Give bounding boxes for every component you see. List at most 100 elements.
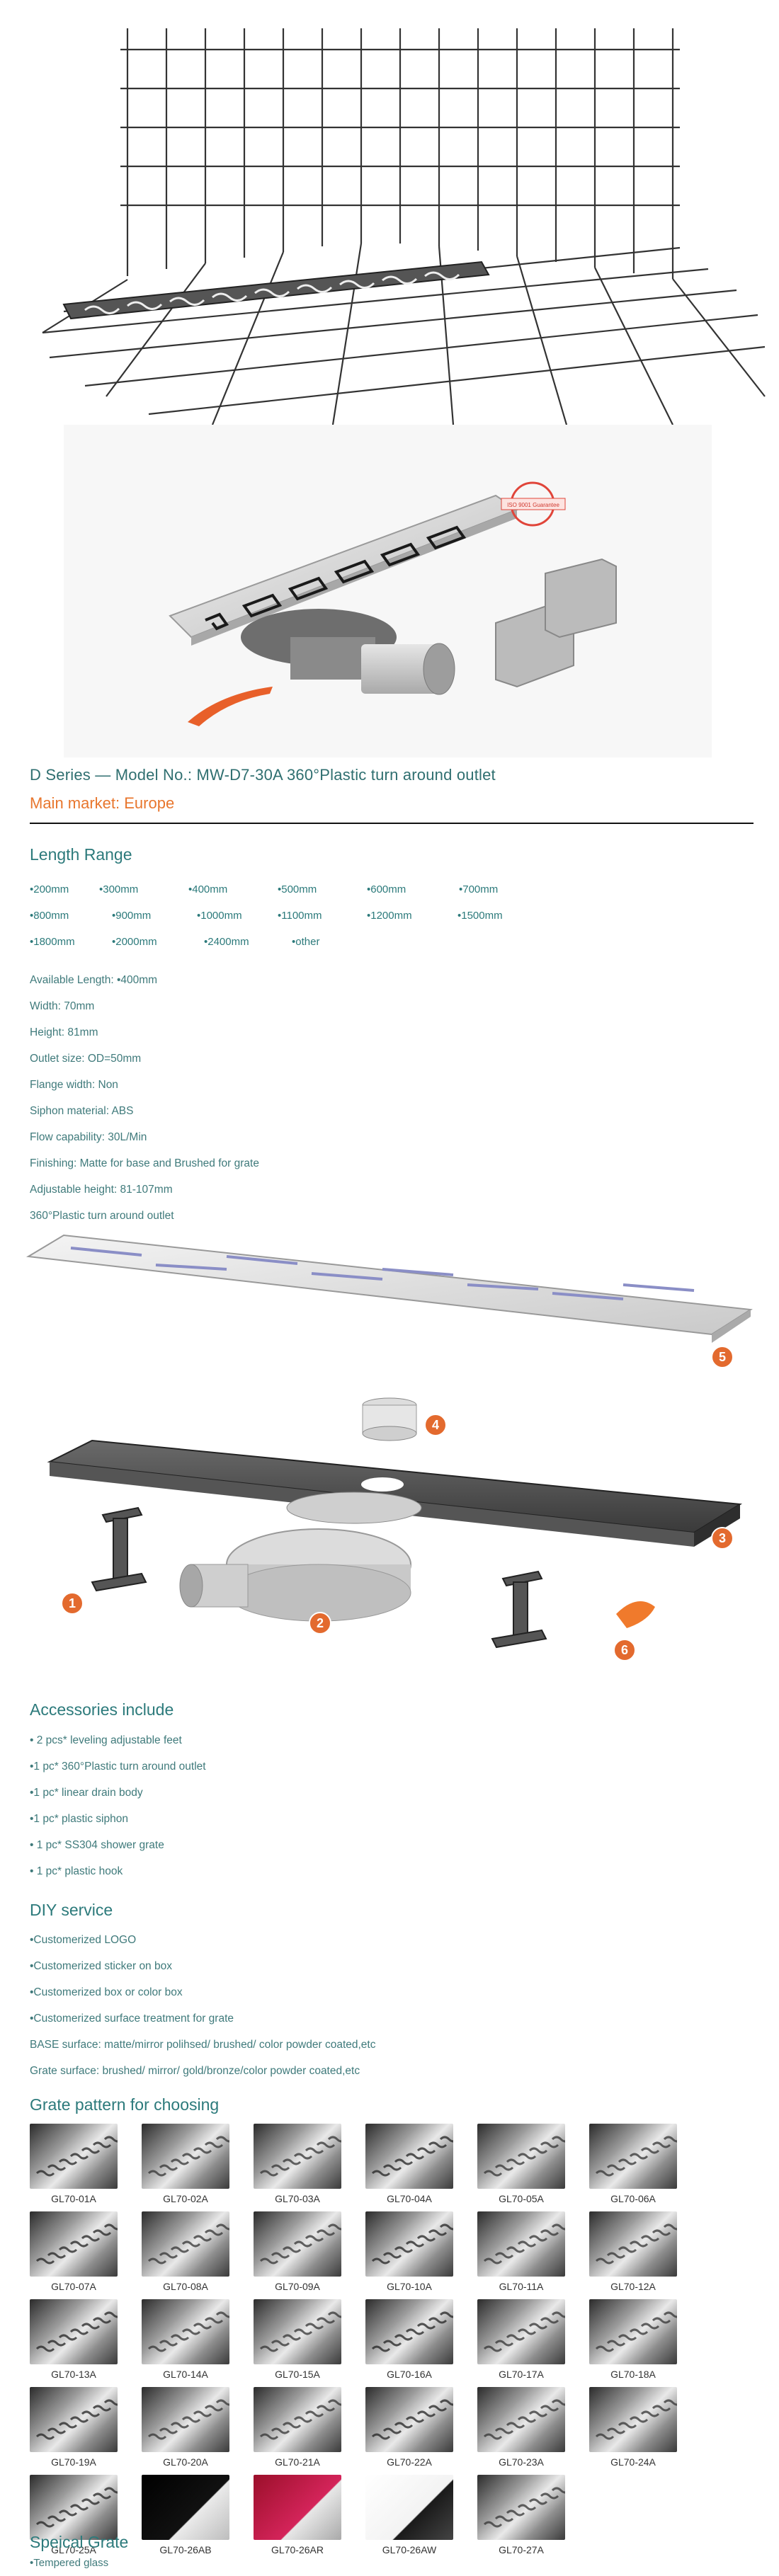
grate-pattern-item: GL70-15A (254, 2299, 341, 2386)
grate-pattern-item: GL70-05A (477, 2124, 565, 2210)
grate-thumbnail (254, 2124, 341, 2189)
grate-thumbnail (254, 2475, 341, 2540)
grate-thumbnail (254, 2211, 341, 2277)
grate-label: GL70-20A (163, 2456, 208, 2468)
grate-label: GL70-26AB (159, 2544, 212, 2555)
grate-label: GL70-15A (275, 2369, 320, 2380)
grate-label: GL70-19A (51, 2456, 96, 2468)
grate-pattern-item: GL70-25A (30, 2475, 118, 2561)
grate-pattern-graphic (595, 2223, 677, 2265)
grate-label: GL70-08A (163, 2281, 208, 2292)
grate-pattern-item: GL70-14A (142, 2299, 229, 2386)
grate-thumbnail (365, 2475, 453, 2540)
grate-pattern-graphic (254, 2475, 341, 2540)
grate-label: GL70-09A (275, 2281, 320, 2292)
grate-thumbnail (254, 2387, 341, 2452)
range-value: •200mm (30, 883, 69, 895)
grate-label: GL70-26AR (271, 2544, 324, 2555)
diy-heading: DIY service (30, 1901, 113, 1919)
spec-item: Outlet size: OD=50mm (30, 1053, 142, 1065)
grate-pattern-graphic (371, 2311, 453, 2352)
grate-pattern-item: GL70-02A (142, 2124, 229, 2210)
list-item: •Customerized box or color box (30, 1986, 183, 1998)
grate-pattern-item: GL70-17A (477, 2299, 565, 2386)
range-value: •600mm (367, 883, 406, 895)
grate-pattern-item: GL70-08A (142, 2211, 229, 2298)
svg-text:2: 2 (317, 1616, 324, 1630)
grate-pattern-item: GL70-11A (477, 2211, 565, 2298)
grate-pattern-item: GL70-01A (30, 2124, 118, 2210)
grate-pattern-item: GL70-26AR (254, 2475, 341, 2561)
grate-pattern-graphic (259, 2399, 341, 2440)
grate-pattern-item: GL70-26AW (365, 2475, 453, 2561)
grate-pattern-item: GL70-13A (30, 2299, 118, 2386)
grate-label: GL70-21A (275, 2456, 320, 2468)
grate-pattern-item: GL70-18A (589, 2299, 677, 2386)
certification-stamp: ISO 9001 Guarantee (501, 481, 566, 527)
part-number-badge: 1 (61, 1592, 84, 1615)
grate-pattern-graphic (259, 2311, 341, 2352)
part-number-badge: 6 (613, 1639, 636, 1661)
svg-text:6: 6 (621, 1643, 628, 1657)
svg-text:3: 3 (719, 1531, 726, 1545)
grate-thumbnail (477, 2211, 565, 2277)
grate-label: GL70-02A (163, 2193, 208, 2204)
grate-pattern-item: GL70-12A (589, 2211, 677, 2298)
grate-thumbnail (365, 2387, 453, 2452)
grate-label: GL70-10A (387, 2281, 432, 2292)
range-value: •1100mm (278, 910, 322, 922)
list-item: •Customerized sticker on box (30, 1960, 172, 1972)
range-value: •2000mm (112, 936, 157, 948)
grate-pattern-graphic (595, 2399, 677, 2440)
list-item: • 1 pc* plastic hook (30, 1865, 123, 1877)
grate-pattern-item: GL70-23A (477, 2387, 565, 2473)
grate-pattern-graphic (595, 2311, 677, 2352)
grate-pattern-graphic (259, 2136, 341, 2177)
divider (30, 823, 754, 824)
grate-label: GL70-18A (610, 2369, 656, 2380)
grate-pattern-item: GL70-22A (365, 2387, 453, 2473)
grate-label: GL70-14A (163, 2369, 208, 2380)
length-range-heading: Length Range (30, 845, 132, 864)
grate-pattern-graphic (483, 2311, 565, 2352)
grate-pattern-graphic (147, 2136, 229, 2177)
tile-grid-illustration (42, 28, 766, 425)
grate-pattern-graphic (259, 2223, 341, 2265)
exploded-parts-diagram: 1 2 3 4 5 6 (25, 1234, 753, 1661)
grate-pattern-item: GL70-27A (477, 2475, 565, 2561)
grate-pattern-item: GL70-24A (589, 2387, 677, 2473)
accessories-heading: Accessories include (30, 1700, 174, 1719)
grate-pattern-graphic (35, 2487, 118, 2528)
grate-label: GL70-23A (499, 2456, 544, 2468)
grate-thumbnail (142, 2211, 229, 2277)
grate-pattern-graphic (35, 2311, 118, 2352)
range-value: •800mm (30, 910, 69, 922)
grate-thumbnail (30, 2387, 118, 2452)
grate-pattern-graphic (35, 2223, 118, 2265)
list-item: •Customerized LOGO (30, 1934, 137, 1946)
grate-thumbnail (589, 2387, 677, 2452)
grate-label: GL70-05A (499, 2193, 544, 2204)
list-item: Grate surface: brushed/ mirror/ gold/bro… (30, 2065, 360, 2077)
grate-thumbnail (254, 2299, 341, 2364)
grate-thumbnail (365, 2211, 453, 2277)
grate-label: GL70-24A (610, 2456, 656, 2468)
range-row: •800mm •900mm •1000mm •1100mm •1200mm •1… (30, 903, 610, 929)
grate-pattern-graphic (365, 2475, 453, 2540)
grate-pattern-graphic (35, 2399, 118, 2440)
range-value: •700mm (459, 883, 499, 895)
list-item: • 1 pc* SS304 shower grate (30, 1839, 164, 1851)
range-value: •900mm (112, 910, 152, 922)
grate-thumbnail (142, 2475, 229, 2540)
market-label: Main market: Europe (30, 794, 175, 812)
spec-item: Flange width: Non (30, 1079, 118, 1091)
grate-thumbnail (589, 2299, 677, 2364)
range-value: •1800mm (30, 936, 75, 948)
grate-pattern-graphic (35, 2136, 118, 2177)
grate-thumbnail (477, 2299, 565, 2364)
grate-pattern-item: GL70-03A (254, 2124, 341, 2210)
range-value: •300mm (99, 883, 139, 895)
product-photo: ISO 9001 Guarantee (64, 425, 712, 757)
grate-pattern-item: GL70-20A (142, 2387, 229, 2473)
grate-thumbnail (30, 2475, 118, 2540)
